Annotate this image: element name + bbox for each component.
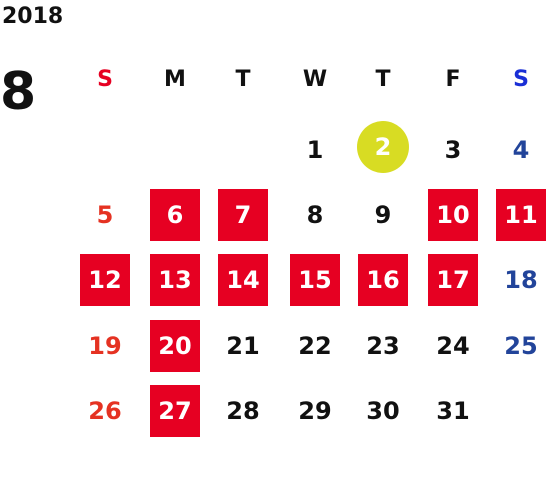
weekday-sunday: S bbox=[97, 67, 113, 92]
day-cell[interactable]: 5 bbox=[70, 183, 140, 248]
weekday-header-row: S M T W T F S bbox=[70, 48, 548, 112]
day-cell[interactable]: 26 bbox=[70, 379, 140, 444]
day-number: 26 bbox=[88, 397, 122, 425]
day-number: 17 bbox=[428, 254, 478, 306]
day-number: 23 bbox=[366, 332, 400, 360]
day-number: 14 bbox=[218, 254, 268, 306]
day-number: 9 bbox=[374, 201, 392, 229]
day-cell-highlighted[interactable]: 13 bbox=[140, 248, 210, 313]
weekday-friday: F bbox=[445, 67, 461, 92]
day-cell[interactable]: 25 bbox=[486, 314, 548, 379]
day-cell-highlighted[interactable]: 14 bbox=[208, 248, 278, 313]
month-number: 8 bbox=[0, 62, 37, 122]
day-cell-highlighted[interactable]: 7 bbox=[208, 183, 278, 248]
day-cell-today[interactable]: 2 bbox=[348, 118, 418, 183]
day-cell[interactable]: 9 bbox=[348, 183, 418, 248]
day-number: 30 bbox=[366, 397, 400, 425]
weekday-wednesday: W bbox=[302, 67, 328, 92]
day-number: 18 bbox=[504, 266, 538, 294]
day-number: 22 bbox=[298, 332, 332, 360]
day-cell-highlighted[interactable]: 20 bbox=[140, 314, 210, 379]
day-number: 28 bbox=[226, 397, 260, 425]
day-number: 20 bbox=[150, 320, 200, 372]
weekday-thursday: T bbox=[375, 67, 391, 92]
day-cell[interactable]: 23 bbox=[348, 314, 418, 379]
day-cell[interactable]: 30 bbox=[348, 379, 418, 444]
day-cell-highlighted[interactable]: 12 bbox=[70, 248, 140, 313]
day-number: 13 bbox=[150, 254, 200, 306]
day-number: 8 bbox=[306, 201, 324, 229]
day-number: 2 bbox=[357, 121, 409, 173]
day-cell[interactable]: 18 bbox=[486, 248, 548, 313]
day-cell[interactable]: 8 bbox=[280, 183, 350, 248]
day-cell[interactable]: 28 bbox=[208, 379, 278, 444]
weekday-monday: M bbox=[164, 67, 186, 92]
day-cell[interactable]: 31 bbox=[418, 379, 488, 444]
day-cell-highlighted[interactable]: 6 bbox=[140, 183, 210, 248]
day-number: 24 bbox=[436, 332, 470, 360]
day-cell[interactable]: 19 bbox=[70, 314, 140, 379]
day-cell[interactable]: 4 bbox=[486, 118, 548, 183]
day-cell[interactable]: 24 bbox=[418, 314, 488, 379]
day-cell-highlighted[interactable]: 16 bbox=[348, 248, 418, 313]
day-number: 7 bbox=[218, 189, 268, 241]
day-cell-highlighted[interactable]: 17 bbox=[418, 248, 488, 313]
day-cell[interactable]: 22 bbox=[280, 314, 350, 379]
day-number: 6 bbox=[150, 189, 200, 241]
day-number: 10 bbox=[428, 189, 478, 241]
day-number: 16 bbox=[358, 254, 408, 306]
day-number: 4 bbox=[512, 136, 530, 164]
day-number: 5 bbox=[96, 201, 114, 229]
day-number: 21 bbox=[226, 332, 260, 360]
day-number: 11 bbox=[496, 189, 546, 241]
year-label: 2018 bbox=[2, 4, 64, 29]
day-cell[interactable]: 21 bbox=[208, 314, 278, 379]
weekday-saturday: S bbox=[513, 67, 529, 92]
day-number: 31 bbox=[436, 397, 470, 425]
day-number: 15 bbox=[290, 254, 340, 306]
day-cell[interactable]: 1 bbox=[280, 118, 350, 183]
weekday-tuesday: T bbox=[235, 67, 251, 92]
day-number: 3 bbox=[444, 136, 462, 164]
day-cell-highlighted[interactable]: 11 bbox=[486, 183, 548, 248]
day-number: 19 bbox=[88, 332, 122, 360]
day-cell-highlighted[interactable]: 27 bbox=[140, 379, 210, 444]
day-cell-highlighted[interactable]: 15 bbox=[280, 248, 350, 313]
day-number: 29 bbox=[298, 397, 332, 425]
day-number: 12 bbox=[80, 254, 130, 306]
day-cell-highlighted[interactable]: 10 bbox=[418, 183, 488, 248]
day-cell[interactable]: 29 bbox=[280, 379, 350, 444]
day-number: 25 bbox=[504, 332, 538, 360]
day-number: 27 bbox=[150, 385, 200, 437]
day-cell[interactable]: 3 bbox=[418, 118, 488, 183]
day-number: 1 bbox=[306, 136, 324, 164]
